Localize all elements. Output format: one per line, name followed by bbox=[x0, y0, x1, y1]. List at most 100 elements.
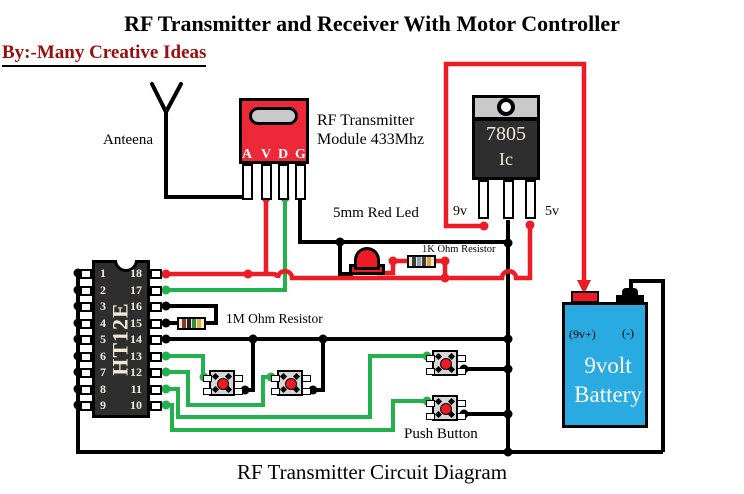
push-button-tab bbox=[302, 388, 311, 395]
resistor-1k-label: 1K Ohm Resistor bbox=[422, 244, 496, 255]
ic-7805-body: 7805 Ic bbox=[472, 118, 540, 180]
ht12e-pin-stub bbox=[150, 385, 162, 395]
junction-dots-red bbox=[161, 193, 535, 283]
ht12e-pin-number: 4 bbox=[100, 316, 106, 330]
battery-negative-terminal bbox=[616, 295, 644, 303]
push-button-tab bbox=[234, 375, 243, 382]
ht12e-pin-number: 5 bbox=[100, 332, 106, 346]
ht12e-pin-stub bbox=[80, 401, 92, 411]
push-button-tab bbox=[457, 413, 466, 420]
label-9v: 9v bbox=[453, 204, 467, 219]
battery-negative-terminal bbox=[622, 288, 638, 297]
ht12e-pin-number: 14 bbox=[130, 332, 142, 346]
ht12e-pin-number: 13 bbox=[130, 349, 142, 363]
resistor-1m bbox=[177, 317, 206, 330]
ht12e-pin-number: 16 bbox=[130, 299, 142, 313]
wire-button2-drop bbox=[311, 339, 325, 392]
wire-1k-to-led bbox=[377, 258, 409, 276]
ht12e-pin-number: 2 bbox=[100, 283, 106, 297]
ht12e-pin-stub bbox=[80, 319, 92, 329]
wire-pin12-button2 bbox=[160, 370, 268, 407]
ht12e-pin-stub bbox=[80, 269, 92, 279]
rf-module-pin-label: A bbox=[242, 147, 253, 162]
ht12e-pin-stub bbox=[80, 302, 92, 312]
rf-module-screen bbox=[249, 107, 298, 125]
ht12e-pin-stub bbox=[80, 352, 92, 362]
wire-gpin-ground bbox=[298, 197, 508, 244]
push-button-cap bbox=[440, 403, 452, 415]
battery-body: (9v+) (-) 9volt Battery bbox=[562, 302, 648, 428]
ht12e-pin-number: 6 bbox=[100, 349, 106, 363]
push-button-tab bbox=[271, 388, 280, 395]
push-button-tab bbox=[302, 375, 311, 382]
push-button-tab bbox=[203, 375, 212, 382]
push-button-3 bbox=[426, 350, 466, 376]
rf-module-pin-stub bbox=[295, 164, 306, 200]
battery-negative-label: (-) bbox=[622, 326, 634, 340]
ht12e-pin-stub bbox=[150, 302, 162, 312]
battery-9v: (9v+) (-) 9volt Battery bbox=[562, 284, 663, 431]
push-button-tab bbox=[271, 375, 280, 382]
wire-ground-bottom bbox=[76, 271, 663, 454]
resistor-band bbox=[197, 319, 201, 328]
ht12e-pin-number: 7 bbox=[100, 365, 106, 379]
resistor-1m-label: 1M Ohm Resistor bbox=[226, 311, 323, 326]
battery-positive-label: (9v+) bbox=[569, 327, 596, 341]
rf-module-pin-stub bbox=[242, 164, 253, 200]
rf-module-pin-label: G bbox=[295, 147, 306, 162]
push-button-label: Push Button bbox=[404, 426, 478, 442]
ic-7805-pin-stub bbox=[478, 180, 489, 219]
wire-battery-negative bbox=[629, 279, 665, 452]
resistor-band bbox=[192, 319, 196, 328]
ic-7805-label-line2: Ic bbox=[499, 149, 513, 169]
rf-module-label-line2: Module 433Mhz bbox=[317, 131, 425, 148]
battery-name: 9volt Battery bbox=[565, 351, 651, 409]
push-button-tab bbox=[457, 400, 466, 407]
wire-battery-to-7805 bbox=[443, 61, 587, 282]
ht12e-pin-number: 10 bbox=[130, 398, 142, 412]
push-button-tab bbox=[426, 368, 435, 375]
resistor-band bbox=[422, 257, 426, 266]
wire-pin17-data bbox=[160, 198, 287, 292]
ic-7805-mounting-hole-icon bbox=[497, 98, 515, 116]
push-button-tab bbox=[234, 388, 243, 395]
caption: RF Transmitter Circuit Diagram bbox=[236, 460, 508, 484]
ht12e-pin-stub bbox=[150, 401, 162, 411]
ht12e-pin-number: 8 bbox=[100, 382, 106, 396]
push-button-tab bbox=[457, 368, 466, 375]
wire-pin11-button3 bbox=[160, 354, 430, 419]
push-button-cap bbox=[217, 378, 229, 390]
push-button-1 bbox=[203, 370, 243, 396]
ht12e-pin-number: 1 bbox=[100, 266, 106, 280]
ht12e-pin-number: 15 bbox=[130, 316, 142, 330]
ht12e-pin-number: 11 bbox=[130, 382, 142, 396]
antenna-label: Anteena bbox=[103, 132, 153, 148]
ic-7805-pin-stub bbox=[525, 180, 536, 219]
resistor-band bbox=[417, 257, 421, 266]
resistor-band bbox=[427, 257, 431, 266]
battery-positive-arrow bbox=[577, 280, 591, 294]
ht12e-pin-number: 3 bbox=[100, 299, 106, 313]
ht12e-pin-stub bbox=[80, 368, 92, 378]
ht12e-pin-stub bbox=[150, 319, 162, 329]
push-button-2 bbox=[271, 370, 311, 396]
resistor-1k bbox=[407, 255, 436, 268]
ht12e-pin-number: 12 bbox=[130, 365, 142, 379]
led-label: 5mm Red Led bbox=[333, 205, 419, 221]
rf-module-pin-label: V bbox=[261, 147, 272, 162]
rf-module-label-line1: RF Transmitter bbox=[317, 112, 415, 129]
ht12e-pin-stub bbox=[150, 368, 162, 378]
wire-5v-bus bbox=[160, 225, 533, 281]
byline: By:-Many Creative Ideas bbox=[2, 42, 207, 67]
ht12e-pin-stub bbox=[150, 286, 162, 296]
push-button-tab bbox=[426, 355, 435, 362]
wire-led-cathode bbox=[338, 242, 353, 276]
ht12e-pin-number: 17 bbox=[130, 283, 142, 297]
label-5v: 5v bbox=[545, 204, 559, 219]
rf-module-label: RF Transmitter Module 433Mhz bbox=[317, 111, 424, 149]
ic-7805: 7805 Ic bbox=[472, 95, 540, 222]
